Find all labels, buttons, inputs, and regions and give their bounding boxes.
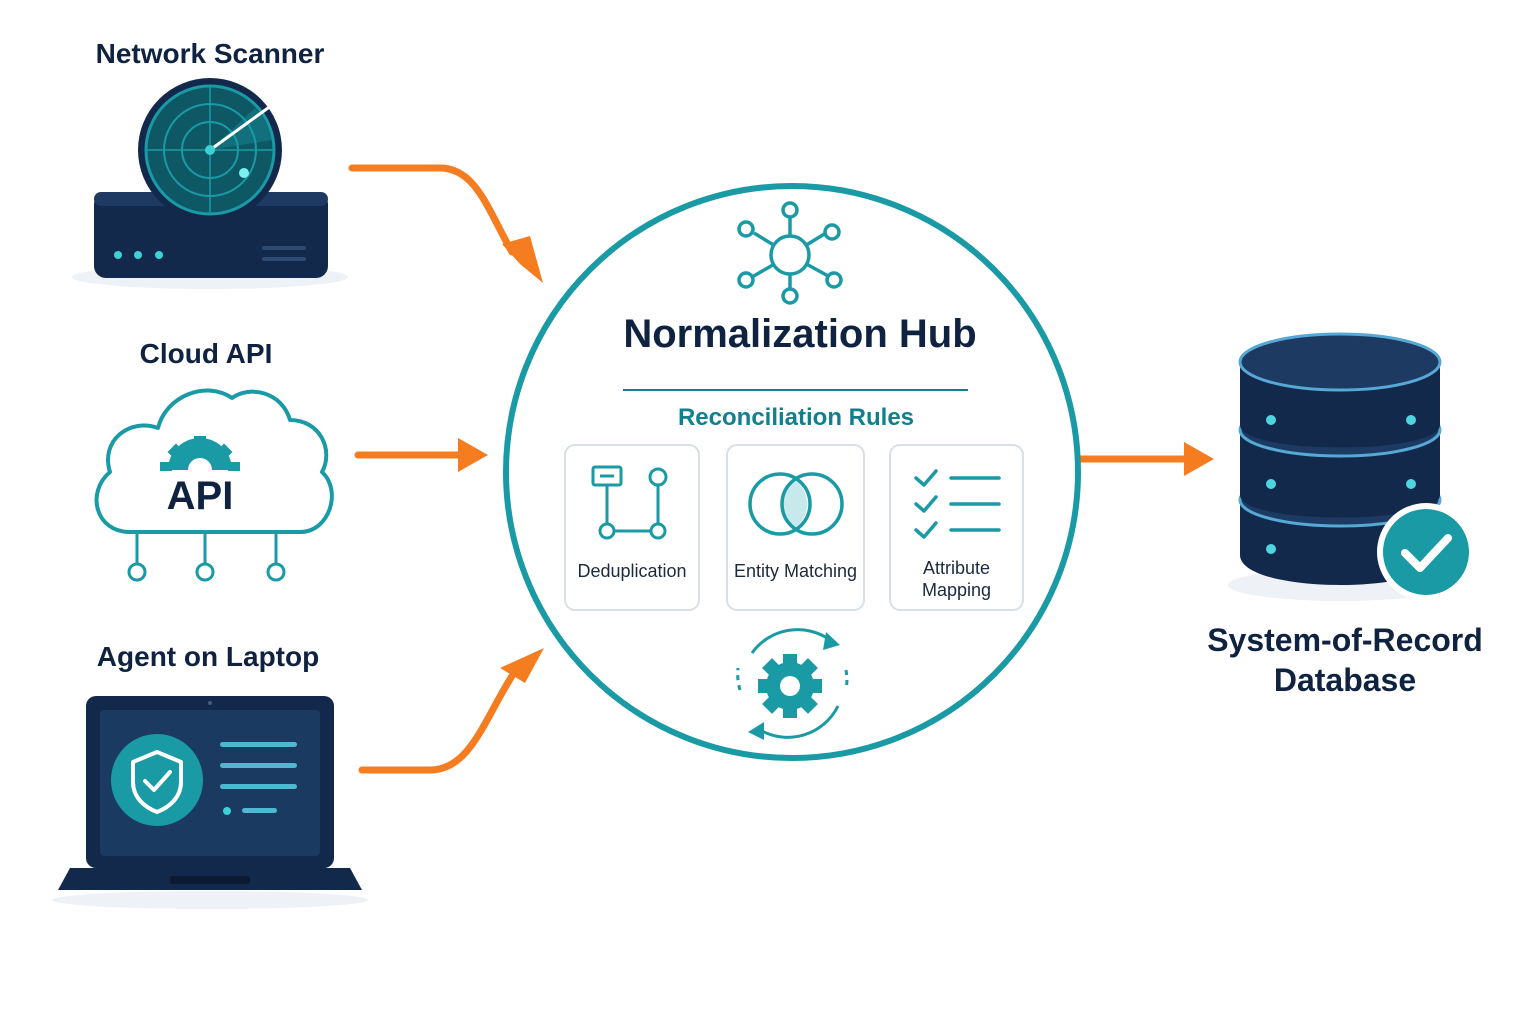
source-label-cloud-api: Cloud API: [139, 338, 273, 369]
venn-overlap-icon: [748, 472, 844, 536]
rule-label-attribute-line1: Attribute: [922, 558, 991, 578]
api-icon-text: API: [166, 474, 234, 518]
database-label-line2: Database: [1273, 662, 1417, 698]
rule-label-entity-matching: Entity Matching: [733, 561, 858, 581]
source-label-network-scanner: Network Scanner: [95, 38, 325, 69]
checklist-icon: [914, 469, 1001, 539]
arrow-scanner-to-hub: [348, 164, 543, 283]
rule-label-deduplication: Deduplication: [577, 561, 687, 581]
rule-label-attribute-mapping: Attribute Mapping: [890, 557, 1023, 601]
database-check-icon: [1228, 332, 1475, 601]
hub-title: Normalization Hub: [623, 312, 977, 356]
laptop-shield-icon: [52, 696, 368, 909]
arrow-laptop-to-hub: [358, 648, 544, 774]
database-label: System-of-Record Database: [1180, 620, 1510, 700]
gear-cycle-icon: [736, 628, 849, 740]
database-label-line1: System-of-Record: [1207, 622, 1483, 658]
dedup-flow-icon: [591, 465, 668, 540]
rules-title: Reconciliation Rules: [677, 404, 915, 431]
arrow-hub-to-database: [1076, 442, 1214, 476]
arrow-api-to-hub: [354, 438, 488, 472]
cloud-api-icon: [94, 388, 334, 582]
source-label-agent-laptop: Agent on Laptop: [96, 641, 320, 672]
rule-label-attribute-line2: Mapping: [921, 580, 992, 600]
network-hub-icon: [737, 201, 843, 305]
rule-card-deduplication: [564, 444, 700, 611]
radar-server-icon: [72, 78, 348, 289]
